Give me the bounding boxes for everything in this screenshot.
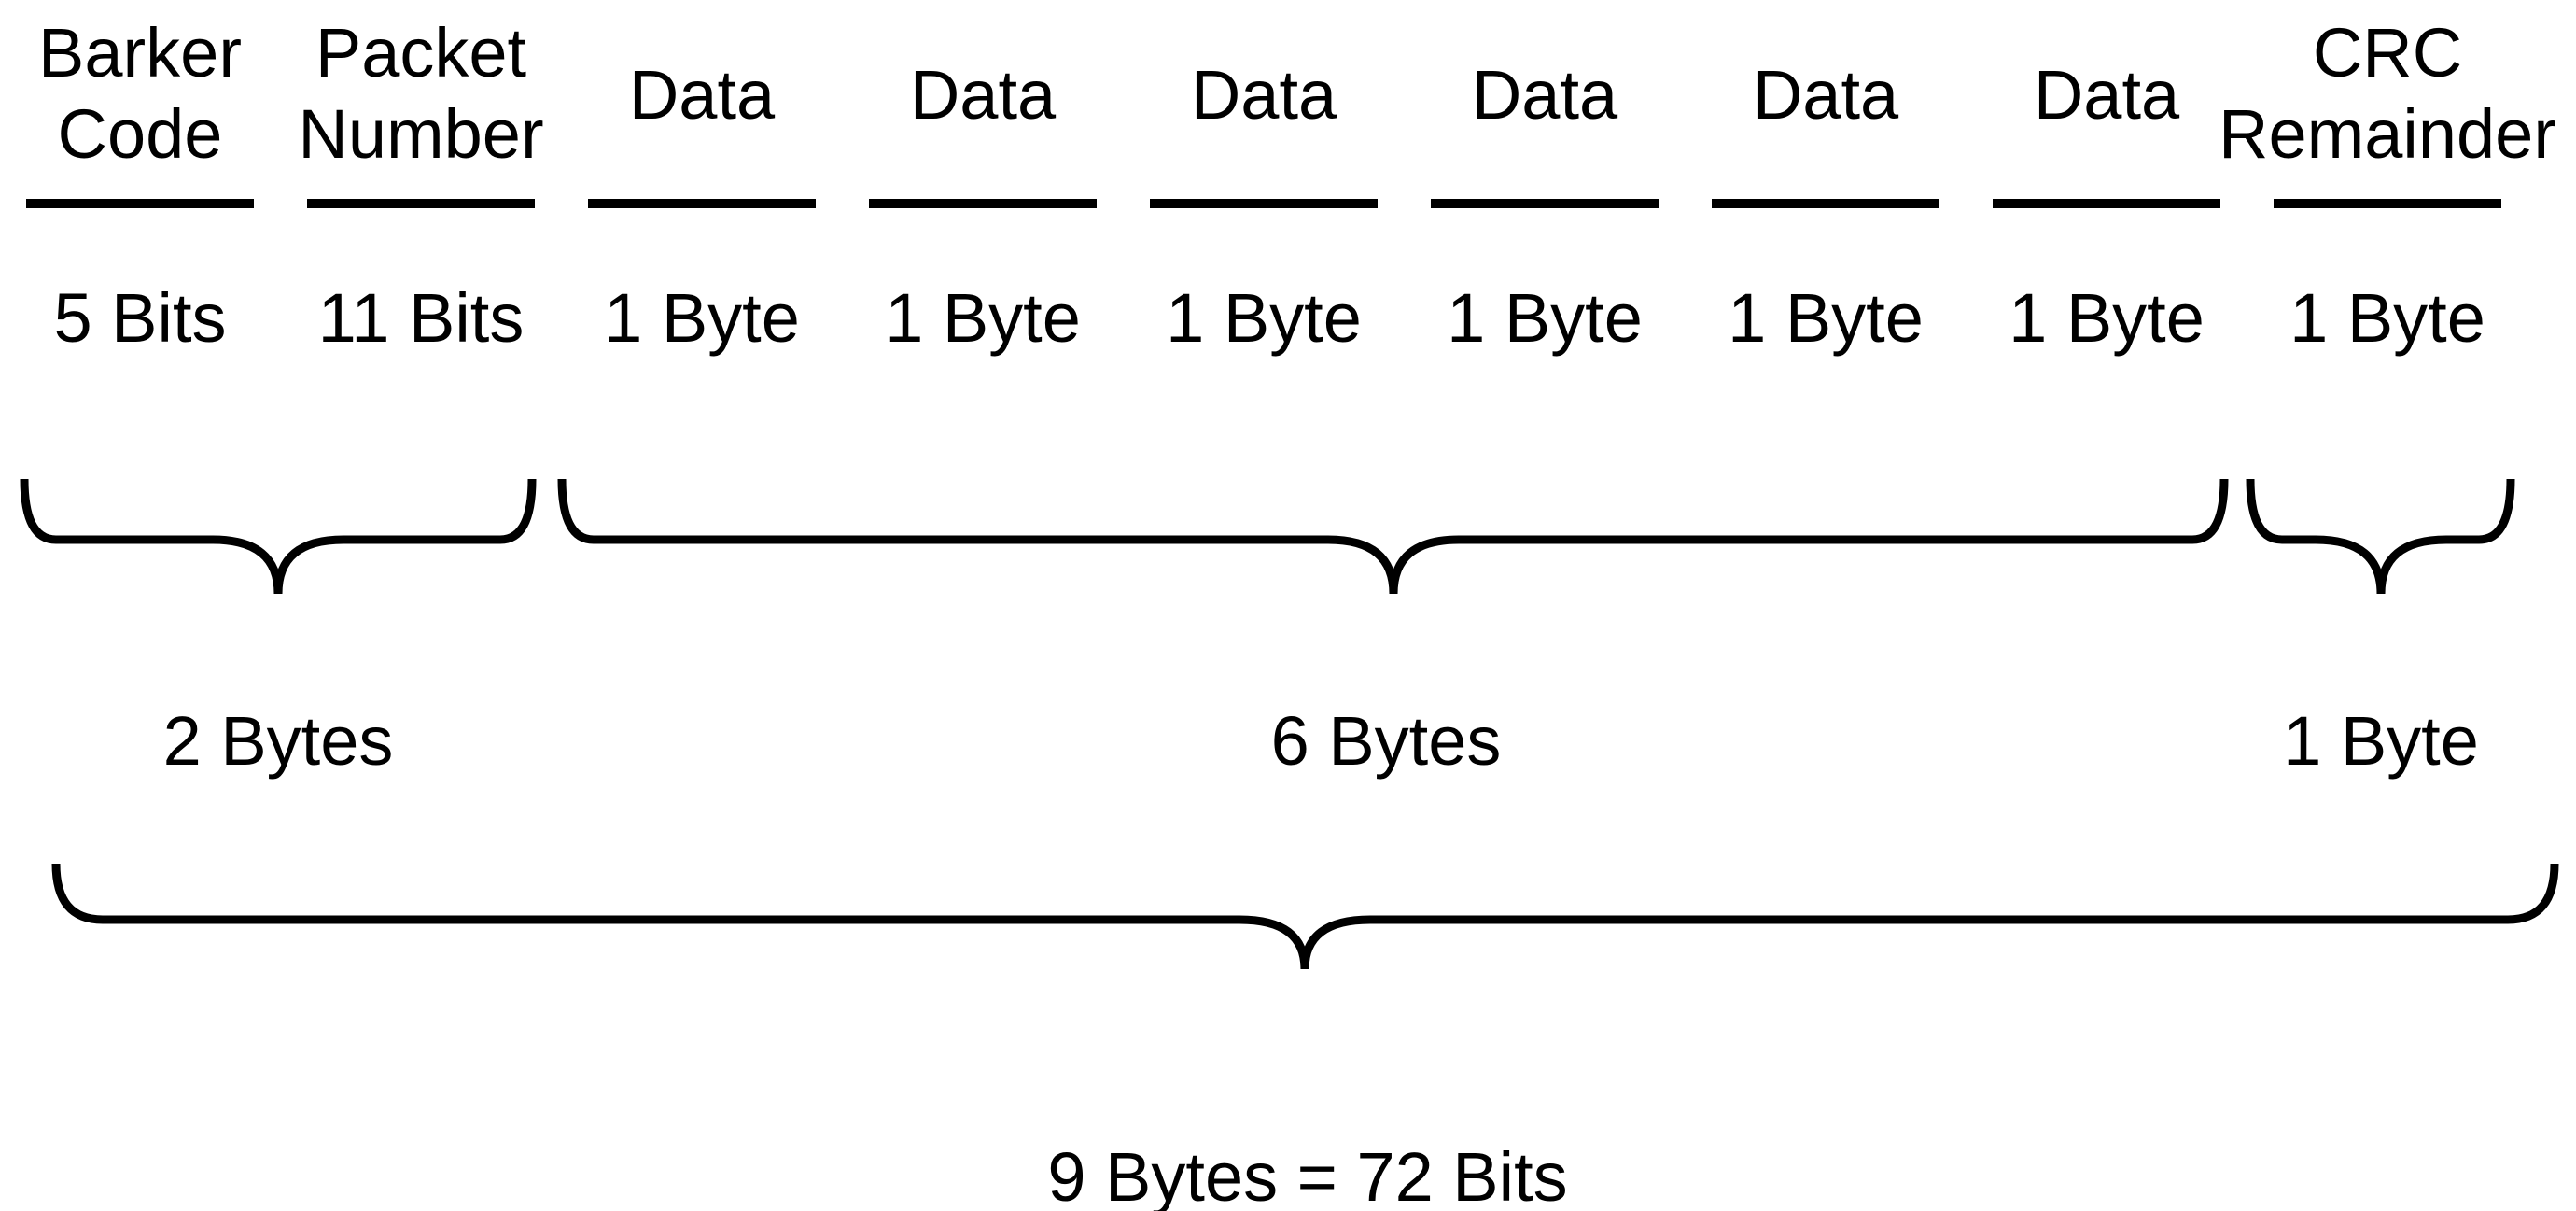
field-header-line1: Barker bbox=[38, 14, 242, 92]
field-header-data-4: Data bbox=[1471, 56, 1618, 134]
group-label-6-bytes: 6 Bytes bbox=[1270, 702, 1502, 780]
field-header-line1: CRC bbox=[2312, 14, 2463, 92]
field-header-line2: Remainder bbox=[2219, 95, 2556, 173]
field-size-label: 1 Byte bbox=[1728, 279, 1924, 357]
field-underline bbox=[588, 199, 816, 208]
field-underline bbox=[1712, 199, 1939, 208]
field-size-label: 5 Bits bbox=[53, 279, 227, 357]
field-size-label: 1 Byte bbox=[1166, 279, 1362, 357]
field-size-label: 1 Byte bbox=[604, 279, 800, 357]
field-header-data-1: Data bbox=[628, 56, 776, 134]
group-label-1-byte: 1 Byte bbox=[2283, 702, 2479, 780]
field-underline bbox=[1993, 199, 2220, 208]
field-size-label: 11 Bits bbox=[317, 279, 525, 357]
field-header-data-2: Data bbox=[909, 56, 1057, 134]
field-header-data-6: Data bbox=[2033, 56, 2180, 134]
field-underline bbox=[1150, 199, 1378, 208]
total-size-label: 9 Bytes = 72 Bits bbox=[1047, 1138, 1568, 1211]
brace-1-byte bbox=[2246, 478, 2515, 595]
field-underline bbox=[1431, 199, 1659, 208]
field-header-data-5: Data bbox=[1752, 56, 1899, 134]
brace-6-bytes bbox=[557, 478, 2229, 595]
brace-2-bytes bbox=[20, 478, 537, 595]
field-header-data-3: Data bbox=[1190, 56, 1337, 134]
group-label-2-bytes: 2 Bytes bbox=[162, 702, 394, 780]
field-underline bbox=[307, 199, 535, 208]
field-size-label: 1 Byte bbox=[2009, 279, 2205, 357]
field-size-label: 1 Byte bbox=[2289, 279, 2485, 357]
field-header-crc-remainder: CRC Remainder bbox=[2219, 12, 2556, 175]
field-header-line2: Number bbox=[298, 95, 544, 173]
field-size-label: 1 Byte bbox=[885, 279, 1081, 357]
field-underline bbox=[26, 199, 254, 208]
field-header-packet-number: Packet Number bbox=[298, 12, 543, 175]
field-header-barker-code: Barker Code bbox=[38, 12, 242, 175]
field-underline bbox=[869, 199, 1097, 208]
field-size-label: 1 Byte bbox=[1447, 279, 1643, 357]
brace-total-9-bytes bbox=[51, 863, 2559, 970]
field-header-line1: Packet bbox=[315, 14, 527, 92]
field-header-line2: Code bbox=[57, 95, 223, 173]
field-underline bbox=[2274, 199, 2501, 208]
